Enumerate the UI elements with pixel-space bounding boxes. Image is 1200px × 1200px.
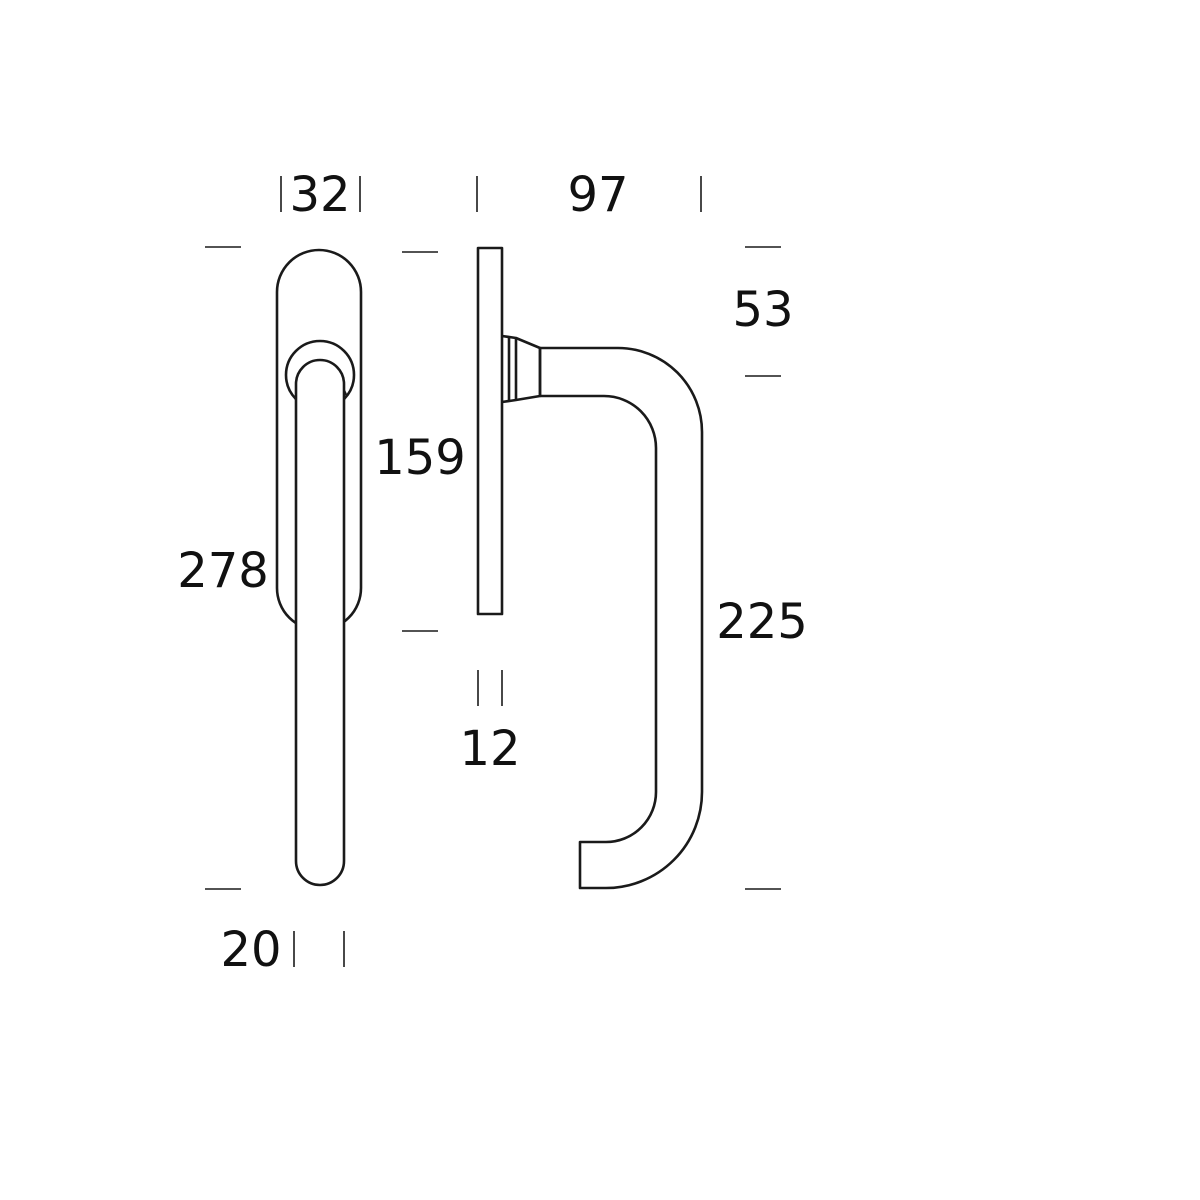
dim-label-159: 159 — [374, 430, 466, 486]
dimension-labels: 32 97 53 159 278 225 12 20 — [177, 167, 808, 978]
dim-label-12: 12 — [459, 721, 520, 777]
dim-label-278: 278 — [177, 543, 269, 599]
dim-label-225: 225 — [716, 594, 808, 650]
side-dimension-marks — [476, 176, 781, 890]
dim-label-20: 20 — [220, 922, 281, 978]
side-lever-outline — [540, 346, 704, 890]
dim-label-32: 32 — [289, 167, 350, 223]
side-plate-outline — [476, 246, 504, 616]
front-view — [275, 248, 363, 887]
front-dimension-marks — [205, 176, 438, 967]
dim-label-97: 97 — [567, 167, 628, 223]
front-lever-outline — [294, 358, 346, 887]
dim-label-53: 53 — [732, 282, 793, 338]
side-view — [476, 246, 704, 890]
